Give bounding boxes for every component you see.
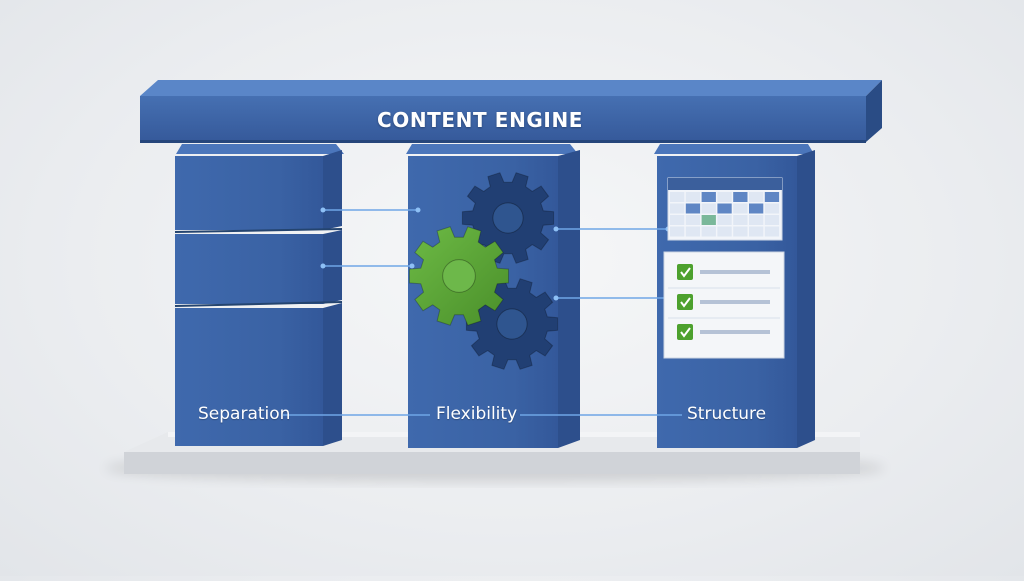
checklist-item (668, 264, 780, 289)
block-top (175, 156, 323, 230)
calendar-cell (670, 215, 685, 225)
calendar-cell (670, 203, 685, 214)
calendar-cell (733, 226, 748, 237)
calendar-cell (701, 215, 716, 225)
calendar-cell (717, 203, 732, 214)
label-flexibility: Flexibility (436, 404, 518, 424)
calendar-cell (717, 226, 732, 237)
checkmark-icon (677, 324, 693, 340)
calendar-cell (749, 192, 764, 202)
calendar-cell (733, 192, 748, 202)
calendar-cell (717, 192, 732, 202)
calendar-cell (749, 203, 764, 214)
connector-lines (283, 207, 682, 416)
diagram-title: CONTENT ENGINE (376, 108, 584, 132)
label-separation: Separation (198, 404, 291, 424)
calendar-cell (764, 226, 780, 237)
calendar-cell (670, 192, 685, 202)
checkmark-icon (677, 264, 693, 280)
checkmark-icon (677, 294, 693, 310)
checklist-item (668, 294, 780, 319)
calendar-cell (764, 215, 780, 225)
checklist-icon (663, 251, 785, 359)
calendar-cell (685, 203, 701, 214)
calendar-cell (685, 215, 701, 225)
calendar-cell (670, 226, 685, 237)
gear-cluster (409, 172, 559, 370)
label-structure: Structure (687, 404, 767, 424)
calendar-cell (749, 226, 764, 237)
block-bottom (175, 308, 323, 446)
block-middle (175, 234, 323, 304)
calendar-cell (701, 203, 716, 214)
calendar-cell (701, 226, 716, 237)
checklist-item (677, 324, 770, 340)
calendar-cell (749, 215, 764, 225)
pillar-separation (174, 144, 344, 446)
calendar-cell (764, 203, 780, 214)
calendar-grid-icon (667, 177, 783, 241)
calendar-cell (685, 226, 701, 237)
calendar-cell (685, 192, 701, 202)
gear-icon (461, 172, 555, 264)
gear-icon (409, 226, 509, 326)
calendar-cell (733, 215, 748, 225)
calendar-cell (733, 203, 748, 214)
calendar-cell (717, 215, 732, 225)
calendar-cell (764, 192, 780, 202)
top-beam (140, 80, 882, 143)
calendar-cell (701, 192, 716, 202)
